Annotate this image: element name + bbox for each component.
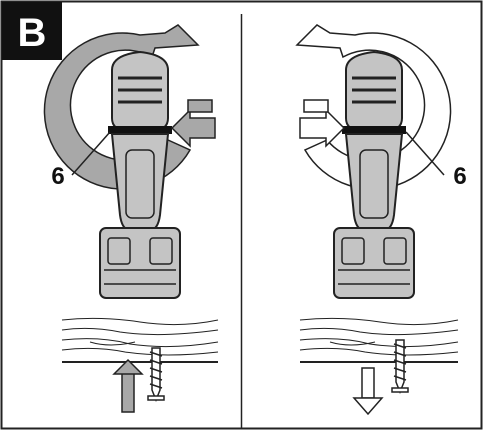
wood-board-left [61, 317, 219, 363]
callout-line-right [405, 131, 445, 176]
figure-badge: B [2, 2, 62, 60]
callout-line-left [71, 131, 111, 176]
drill-body-right [333, 50, 415, 299]
callout-label-right: 6 [453, 163, 466, 190]
callout-label-left: 6 [51, 163, 64, 190]
rotation-arrow-clockwise [43, 24, 200, 190]
screw-right [391, 339, 409, 395]
left-panel: 6 [43, 24, 219, 413]
direction-arrow-down [352, 367, 384, 416]
rotation-arrow-counterclockwise [295, 24, 452, 190]
wood-board-right [299, 317, 459, 363]
switch-push-arrow-left [170, 99, 216, 148]
drill-body-left [99, 50, 181, 299]
screw-left [147, 347, 165, 403]
right-panel: 6 [295, 24, 467, 416]
direction-arrow-up [112, 358, 144, 413]
badge-label: B [18, 11, 47, 55]
switch-push-arrow-right [299, 99, 346, 148]
